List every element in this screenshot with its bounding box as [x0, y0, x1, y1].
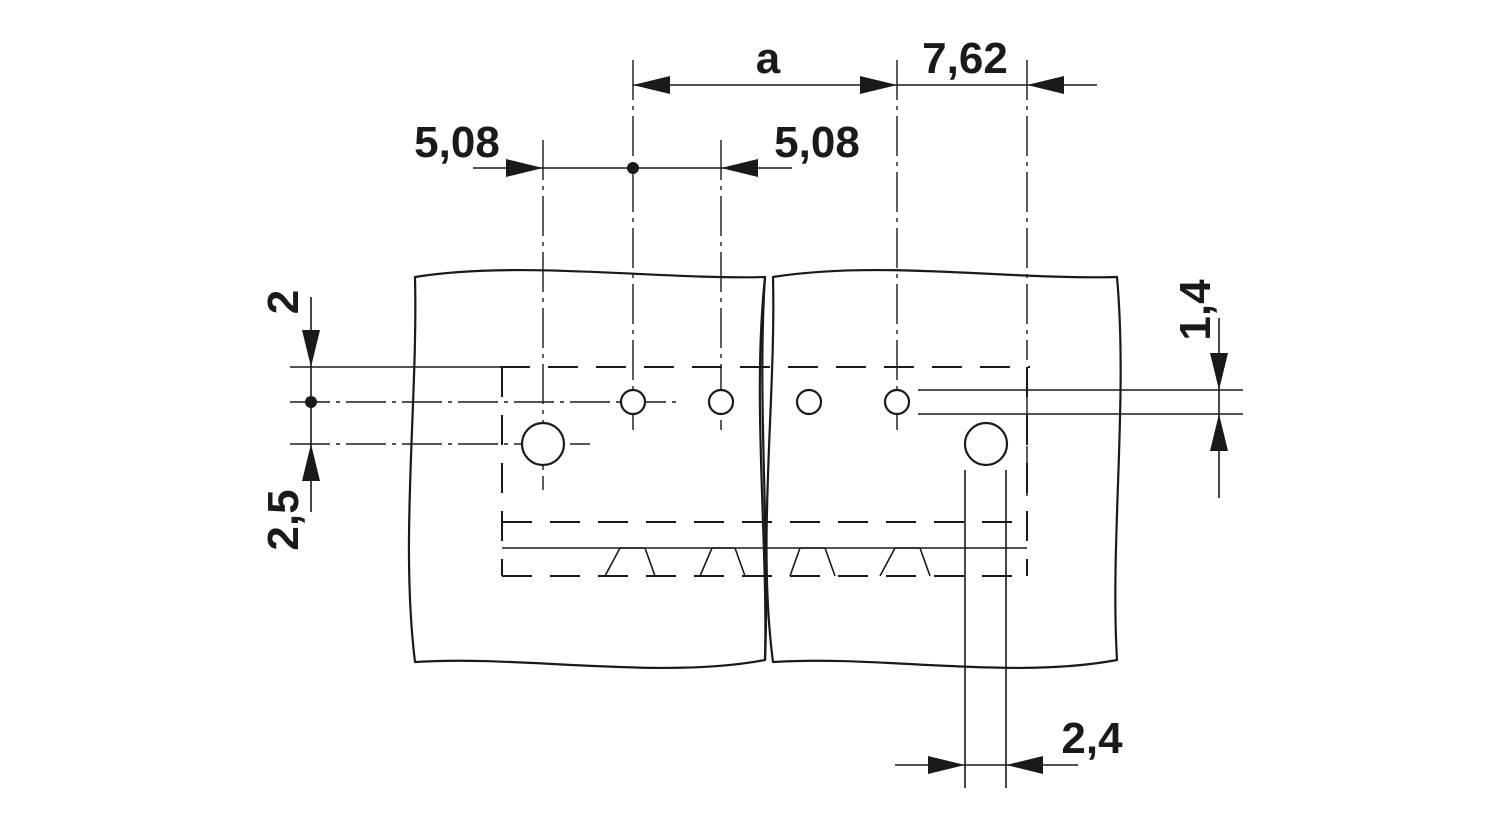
label-2-5: 2,5 — [259, 489, 308, 550]
label-7-62: 7,62 — [922, 34, 1008, 83]
label-1-4: 1,4 — [1171, 279, 1220, 341]
label-5-08-right: 5,08 — [774, 118, 860, 167]
hole-small-1 — [619, 388, 647, 416]
label-2-4: 2,4 — [1061, 714, 1123, 763]
left-block-outline — [407, 268, 767, 670]
hole-small-2 — [707, 388, 735, 416]
latch-notches — [604, 547, 931, 577]
dimension-a — [633, 76, 897, 94]
label-a: a — [756, 34, 781, 83]
dimension-7-62 — [897, 76, 1097, 94]
dimension-5-08 — [473, 159, 792, 177]
label-5-08-left: 5,08 — [414, 118, 500, 167]
hole-large-right — [963, 421, 1009, 467]
label-2: 2 — [259, 290, 308, 314]
hole-small-4 — [883, 388, 911, 416]
hole-large-left — [520, 421, 566, 467]
dimension-1-4 — [918, 318, 1243, 498]
dimension-left-vertical — [290, 297, 500, 512]
block-seam — [761, 276, 768, 661]
right-block-outline — [765, 268, 1122, 670]
dimension-2-4 — [895, 470, 1078, 788]
hole-small-3 — [795, 388, 823, 416]
